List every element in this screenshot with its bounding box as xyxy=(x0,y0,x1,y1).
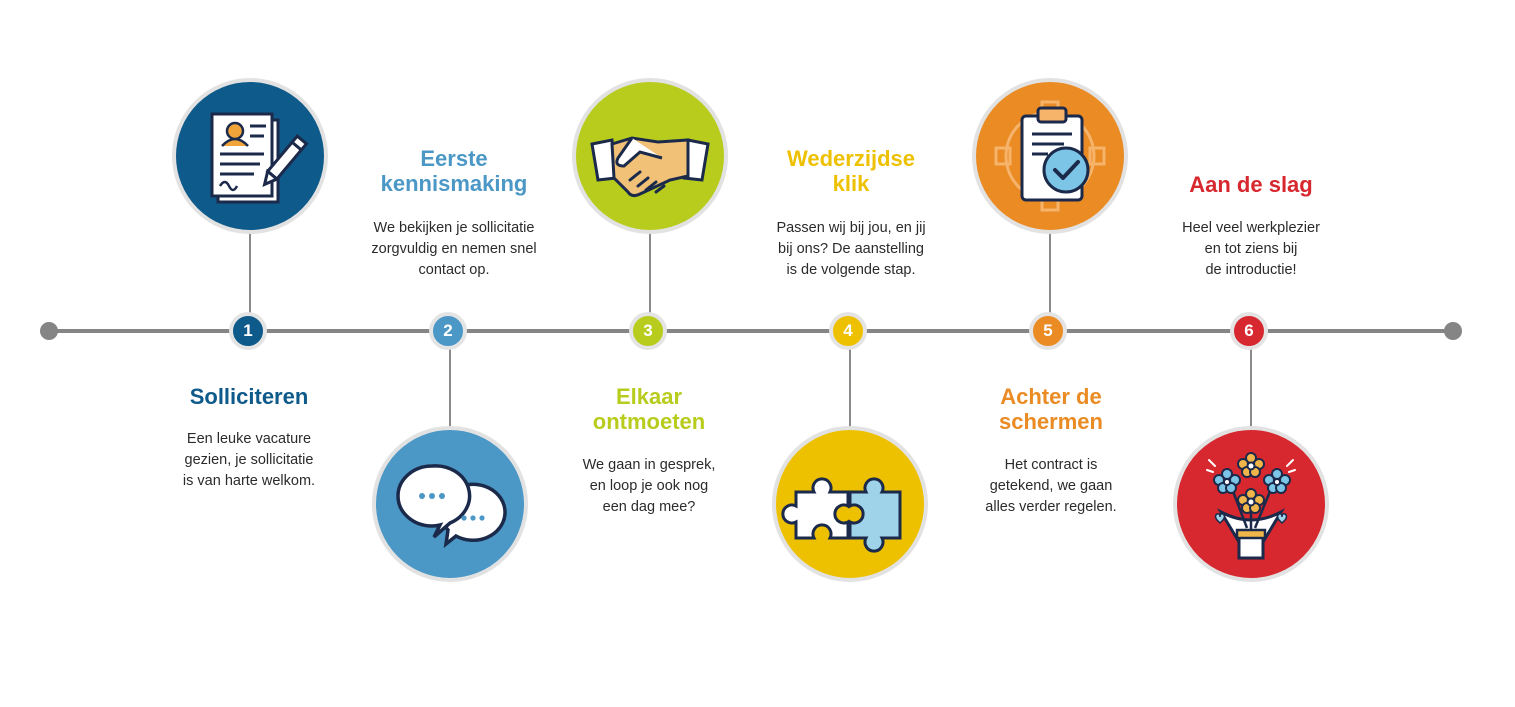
connector-3 xyxy=(649,232,651,314)
application-form-icon xyxy=(210,112,309,204)
step-2-title: Eerste kennismaking xyxy=(380,146,528,196)
step-4-title: Wederzijdse klik xyxy=(787,146,915,196)
step-2-icon-circle xyxy=(372,426,528,582)
connector-5 xyxy=(1049,232,1051,314)
step-1-title: Solliciteren xyxy=(189,384,309,409)
step-6-icon-circle xyxy=(1173,426,1329,582)
timeline-end-dot xyxy=(1444,322,1462,340)
puzzle-icon xyxy=(781,477,902,553)
step-1-icon-circle xyxy=(172,78,328,234)
step-number-3: 3 xyxy=(629,312,667,350)
connector-6 xyxy=(1250,347,1252,429)
connector-4 xyxy=(849,347,851,429)
step-5-title: Achter de schermen xyxy=(999,384,1103,434)
step-5-description: Het contract is getekend, we gaan alles … xyxy=(985,457,1117,515)
step-5-icon-circle xyxy=(972,78,1128,234)
step-3-title: Elkaar ontmoeten xyxy=(592,384,706,434)
connector-2 xyxy=(449,347,451,429)
handshake-icon xyxy=(590,136,710,198)
flower-bouquet-icon xyxy=(1206,452,1296,560)
step-number-2: 2 xyxy=(429,312,467,350)
connector-1 xyxy=(249,232,251,314)
step-number-4: 4 xyxy=(829,312,867,350)
step-6-description: Heel veel werkplezier en tot ziens bij d… xyxy=(1182,220,1320,278)
step-1-description: Een leuke vacature gezien, je sollicitat… xyxy=(182,431,316,489)
step-3-description: We gaan in gesprek, en loop je ook nog e… xyxy=(582,457,716,515)
step-2-description: We bekijken je sollicitatie zorgvuldig e… xyxy=(371,220,537,278)
step-4-description: Passen wij bij jou, en jij bij ons? De a… xyxy=(776,220,926,278)
step-number-6: 6 xyxy=(1230,312,1268,350)
clipboard-check-icon xyxy=(994,100,1106,212)
step-3-icon-circle xyxy=(572,78,728,234)
step-number-5: 5 xyxy=(1029,312,1067,350)
step-6-title: Aan de slag xyxy=(1189,172,1313,197)
step-4-icon-circle xyxy=(772,426,928,582)
timeline-start-dot xyxy=(40,322,58,340)
timeline-line xyxy=(49,329,1453,333)
step-number-1: 1 xyxy=(229,312,267,350)
chat-bubbles-icon xyxy=(396,464,507,549)
